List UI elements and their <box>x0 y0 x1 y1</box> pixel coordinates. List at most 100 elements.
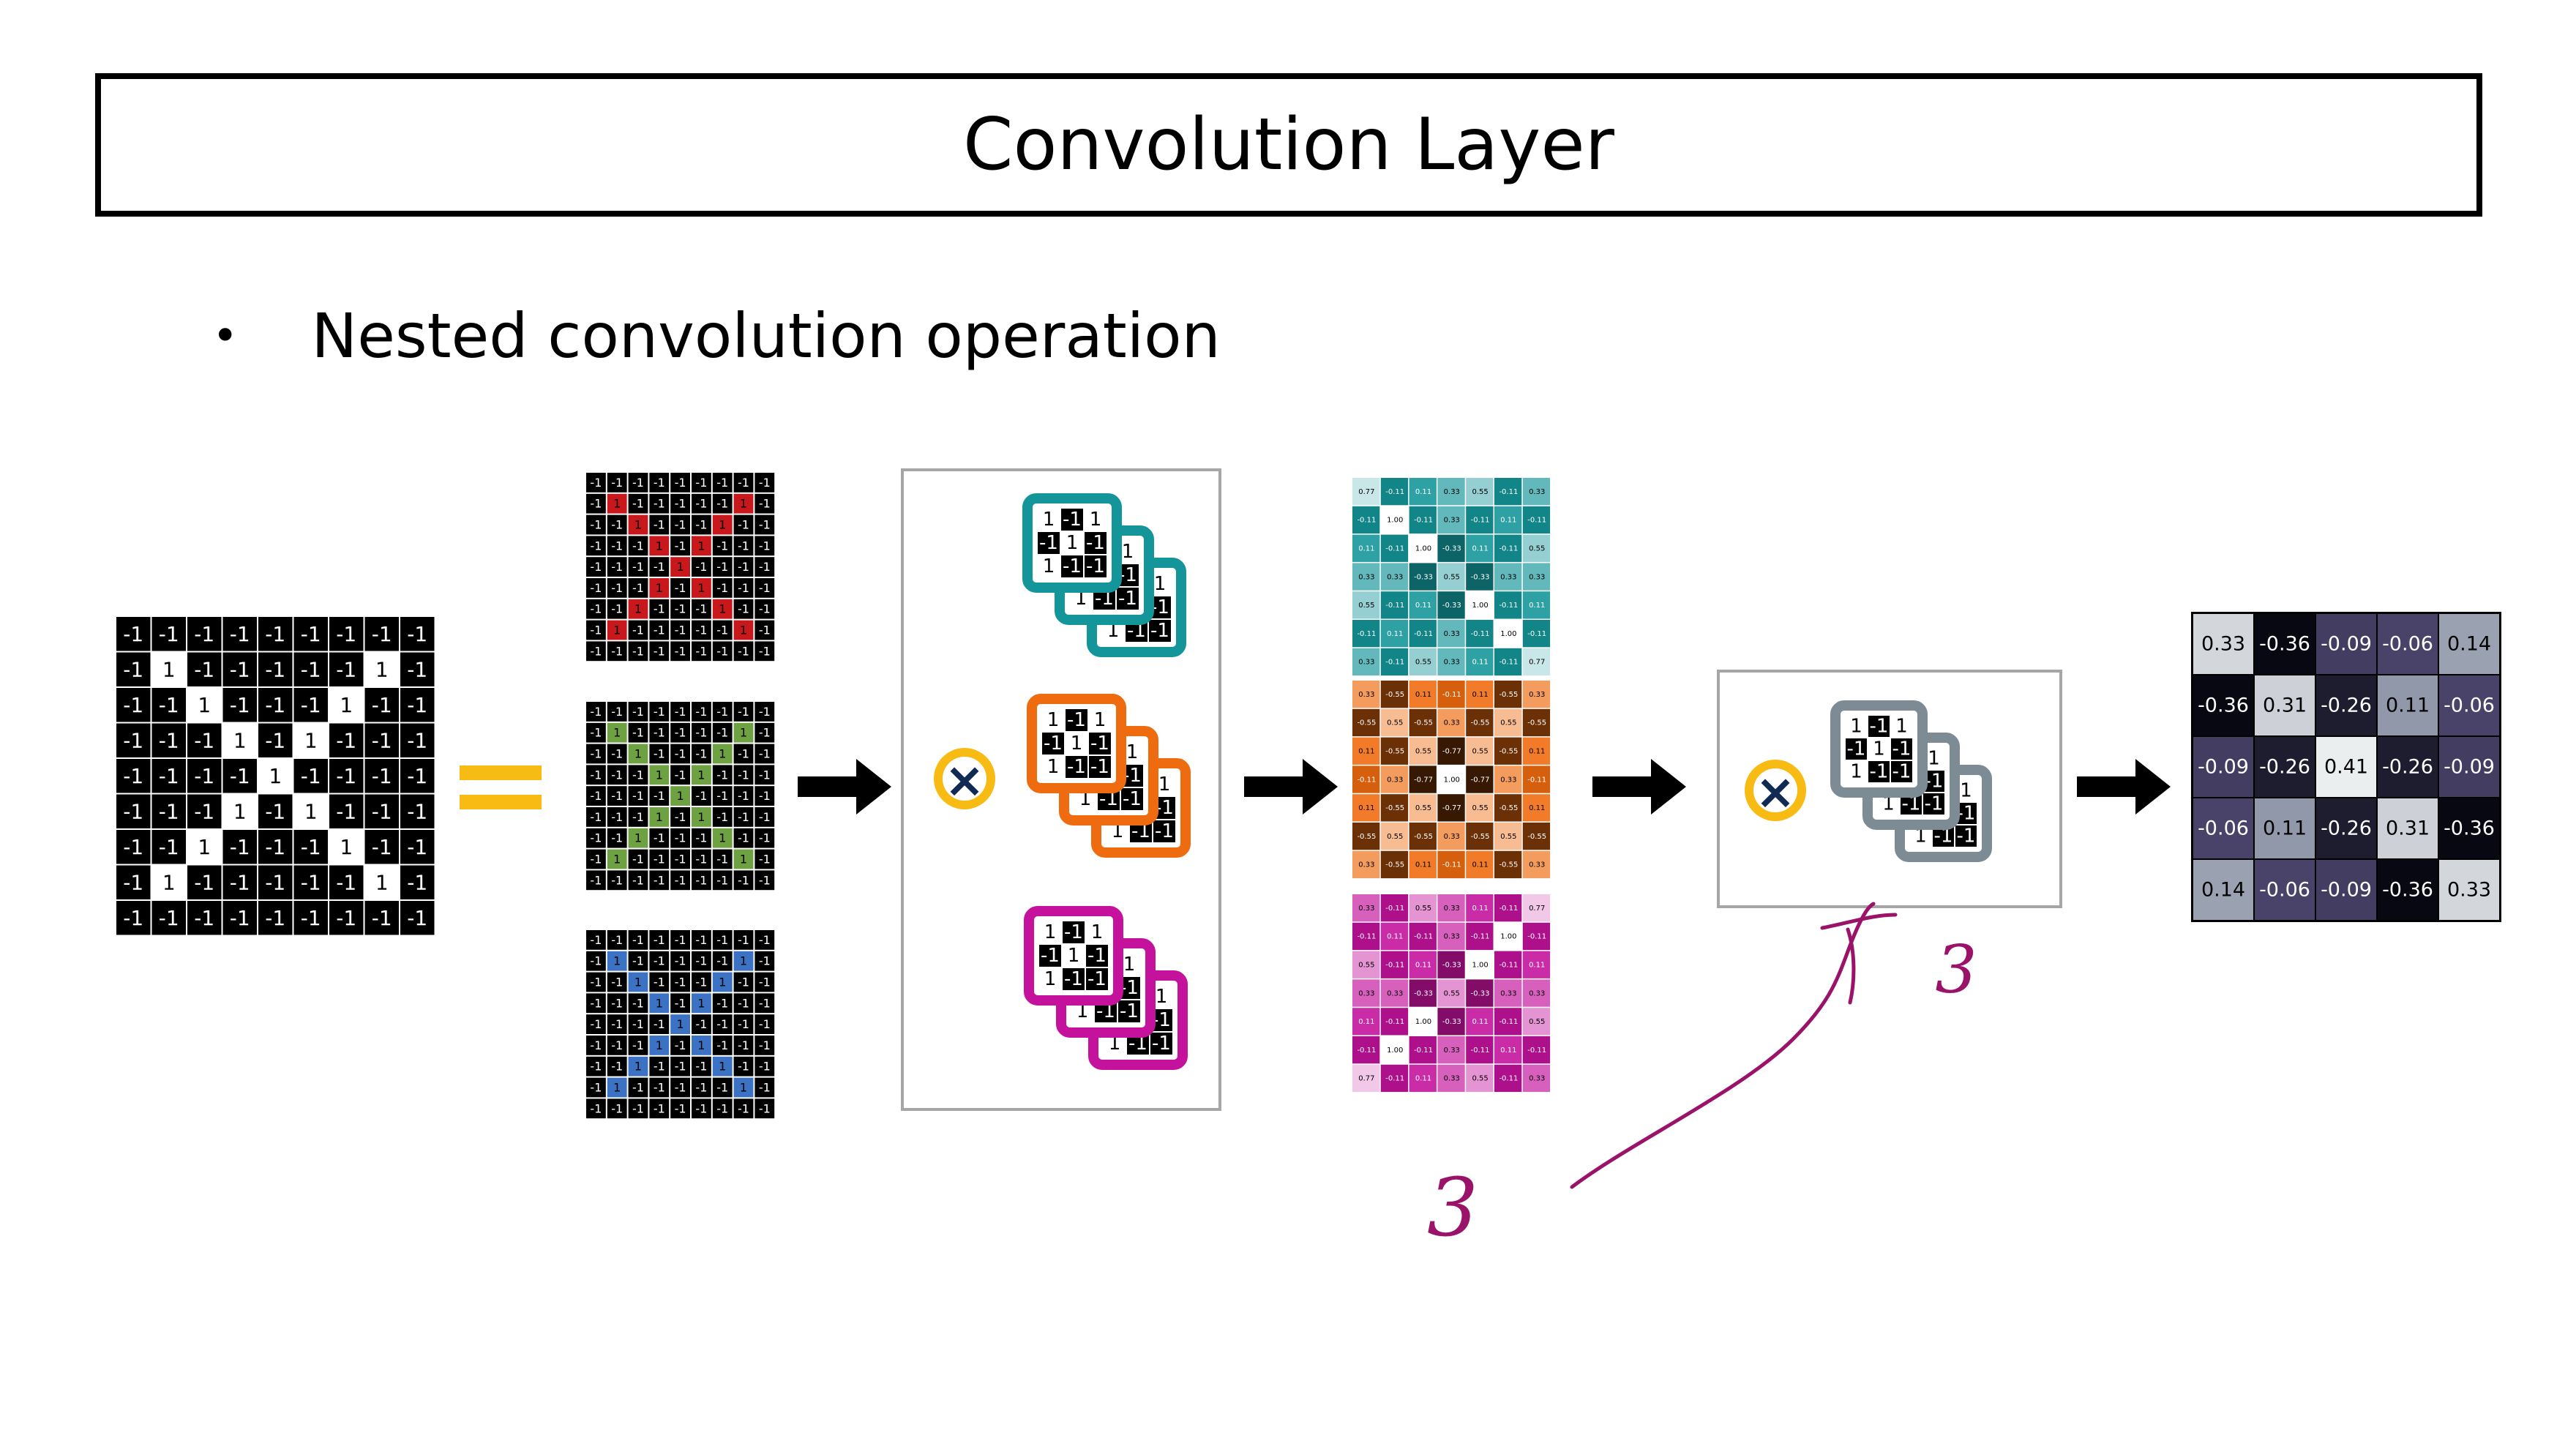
input-cell <box>187 901 222 935</box>
channel-cell-value: -1 <box>590 624 602 637</box>
feature-map-value: -0.11 <box>1385 602 1404 610</box>
feature-map-value: -0.55 <box>1414 719 1433 727</box>
channel-cell <box>712 557 733 577</box>
channel-cell <box>712 870 733 891</box>
channel-cell <box>607 1036 627 1055</box>
kernel-cell-value: 1 <box>1094 709 1107 731</box>
feature-map-value: -0.55 <box>1527 833 1546 841</box>
output-cell <box>2255 675 2315 735</box>
output-cell-value: -0.09 <box>2321 633 2372 656</box>
channel-cell-value: -1 <box>759 518 771 532</box>
feature-map-cell <box>1522 1036 1551 1064</box>
feature-map-cell <box>1494 478 1522 506</box>
input-cell-value: -1 <box>265 657 285 681</box>
channel-cell-value: -1 <box>695 560 707 574</box>
feature-map-value: -0.11 <box>1385 488 1404 496</box>
feature-map-value: 0.55 <box>1415 804 1431 812</box>
feature-map-cell <box>1494 850 1522 879</box>
channel-cell-value: -1 <box>695 831 707 845</box>
input-cell-value: -1 <box>194 728 214 752</box>
input-cell-value: -1 <box>372 906 392 930</box>
feature-map-value: 0.33 <box>1444 833 1460 841</box>
input-cell <box>258 794 293 828</box>
input-cell-value: -1 <box>265 622 285 646</box>
input-cell-value: -1 <box>230 622 250 646</box>
channel-cell-value: -1 <box>759 705 771 719</box>
channel-cell-value: -1 <box>632 789 644 803</box>
output-cell <box>2439 860 2499 920</box>
channel-cell <box>628 744 648 764</box>
feature-map-cell <box>1380 563 1409 591</box>
channel-cell <box>733 722 754 743</box>
output-cell-value: -0.06 <box>2198 817 2249 840</box>
feature-map-cell <box>1522 823 1551 850</box>
feature-map-cell <box>1437 1008 1465 1036</box>
channel-cell <box>586 744 606 764</box>
input-cell-value: -1 <box>407 693 427 717</box>
feature-map-value: -0.11 <box>1385 659 1404 667</box>
feature-map-cell <box>1437 506 1465 534</box>
output-cell <box>2316 860 2376 920</box>
input-cell <box>116 723 151 757</box>
input-cell <box>222 723 257 757</box>
output-cell-value: 0.14 <box>2201 879 2245 902</box>
handwritten-depth-label: 3 <box>1427 1161 1478 1254</box>
input-cell-value: -1 <box>230 835 250 859</box>
channel-cell-value: 1 <box>634 1060 642 1074</box>
channel-cell <box>733 620 754 640</box>
channel-cell-value: -1 <box>632 476 644 490</box>
bullet-dot: • <box>212 310 239 362</box>
channel-cell-value: 1 <box>656 581 663 595</box>
kernel-cell-value: -1 <box>1090 733 1109 755</box>
kernel-cell-value: 1 <box>1123 954 1136 976</box>
channel-cell-value: -1 <box>759 768 771 782</box>
channel-cell <box>712 807 733 827</box>
output-cell <box>2439 614 2499 674</box>
channel-cell <box>755 493 775 514</box>
feature-map-value: -0.55 <box>1357 719 1376 727</box>
channel-cell <box>733 1056 754 1077</box>
bullet-line: • Nested convolution operation <box>212 300 1221 372</box>
channel-cell <box>733 744 754 764</box>
kernel-cell-value: -1 <box>1064 968 1083 990</box>
channel-cell-value: -1 <box>632 581 644 595</box>
feature-map-cell <box>1522 850 1551 879</box>
kernel-cell <box>1846 716 1867 737</box>
channel-cell-value: -1 <box>695 1060 707 1074</box>
kernel-cell-value: 1 <box>1850 716 1862 738</box>
feature-map-cell <box>1494 922 1522 951</box>
feature-map-cell <box>1380 708 1409 737</box>
output-cell <box>2193 798 2253 858</box>
channel-cell-value: -1 <box>611 976 623 989</box>
channel-cell <box>628 1056 648 1077</box>
kernel-cell-value: 1 <box>1043 509 1055 531</box>
channel-cell-value: 1 <box>634 602 642 616</box>
channel-cell <box>586 1036 606 1055</box>
feature-map-cell <box>1409 506 1437 534</box>
feature-map-value: 0.55 <box>1472 748 1488 756</box>
input-cell-value: -1 <box>265 728 285 752</box>
kernel-cell-value: 1 <box>1091 921 1104 943</box>
channel-cell-value: -1 <box>695 644 707 658</box>
feature-map-value: -0.11 <box>1471 517 1490 525</box>
input-cell <box>116 865 151 899</box>
feature-map-cell <box>1352 850 1380 879</box>
channel-cell-value: -1 <box>675 976 686 989</box>
feature-map-cell <box>1494 737 1522 765</box>
channel-cell-value: 1 <box>634 747 642 761</box>
feature-map-cell <box>1352 478 1380 506</box>
kernel-cell-value: 1 <box>1066 532 1079 554</box>
feature-map-cell <box>1352 951 1380 978</box>
channel-cell-value: 1 <box>613 1081 621 1095</box>
channel-cell <box>628 1077 648 1098</box>
channel-cell-value: -1 <box>654 933 665 947</box>
channel-cell-value: -1 <box>590 747 602 761</box>
feature-map-cell <box>1466 620 1494 648</box>
page-title: Convolution Layer <box>963 103 1614 187</box>
channel-cell <box>586 557 606 577</box>
channel-cell <box>692 1056 711 1077</box>
feature-map-value: 0.11 <box>1500 517 1516 525</box>
output-cell <box>2378 614 2438 674</box>
feature-map-cell <box>1409 894 1437 922</box>
